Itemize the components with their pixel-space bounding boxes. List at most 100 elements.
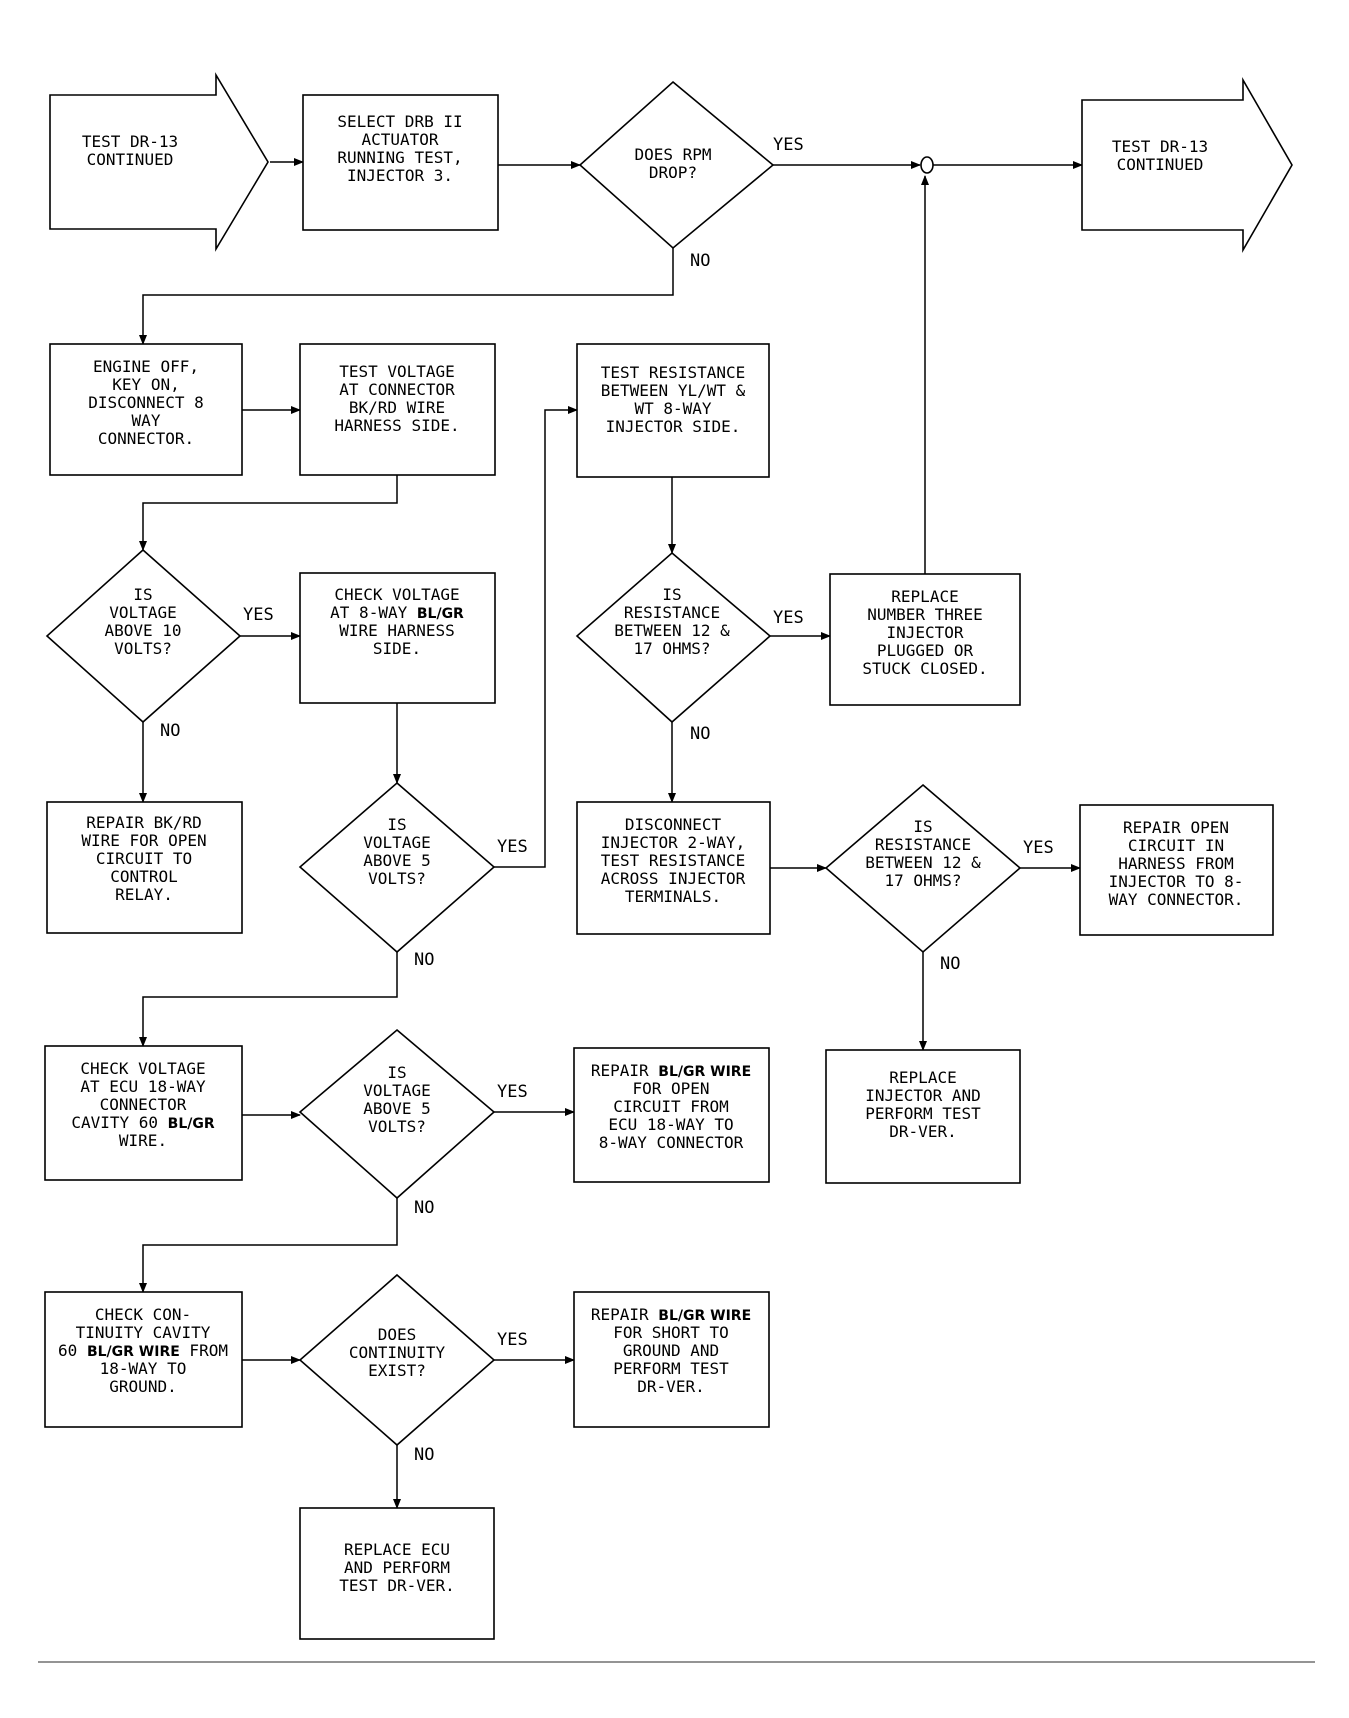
node-line: ECU 18-WAY TO bbox=[608, 1115, 733, 1134]
node-line: WIRE. bbox=[119, 1131, 167, 1150]
node-line: REPAIR BL/GR WIRE bbox=[591, 1061, 751, 1080]
node-line: PLUGGED OR bbox=[877, 641, 974, 660]
node-line: HARNESS FROM bbox=[1118, 854, 1234, 873]
node-line: REPAIR OPEN bbox=[1123, 818, 1229, 837]
node-line: STUCK CLOSED. bbox=[862, 659, 987, 678]
node-line: RESISTANCE bbox=[624, 603, 720, 622]
diamond-d1 bbox=[578, 80, 775, 250]
diamond-d7 bbox=[298, 1273, 496, 1447]
box-n2 bbox=[49, 343, 243, 476]
label-d6-yes: YES bbox=[497, 1082, 528, 1102]
node-line: DR-VER. bbox=[637, 1377, 704, 1396]
node-line: CAVITY 60 BL/GR bbox=[71, 1113, 215, 1132]
box-n15 bbox=[299, 1507, 495, 1640]
node-line: TEST DR-13 bbox=[82, 132, 178, 151]
node-line: INJECTOR 2-WAY, bbox=[601, 833, 746, 852]
node-line: 17 OHMS? bbox=[884, 871, 961, 890]
node-line: CIRCUIT FROM bbox=[613, 1097, 729, 1116]
node-line: INJECTOR bbox=[886, 623, 963, 642]
box-n1 bbox=[302, 94, 499, 231]
label-d7-no: NO bbox=[414, 1445, 434, 1465]
node-line: BK/RD WIRE bbox=[349, 398, 445, 417]
node-line: AT ECU 18-WAY bbox=[80, 1077, 206, 1096]
node-line: WT 8-WAY bbox=[634, 399, 711, 418]
node-line: TERMINALS. bbox=[625, 887, 721, 906]
label-d1-yes: YES bbox=[773, 135, 804, 155]
node-line: TEST RESISTANCE bbox=[601, 363, 746, 382]
box-n8 bbox=[576, 801, 771, 935]
node-line: RESISTANCE bbox=[875, 835, 971, 854]
node-line: DROP? bbox=[649, 163, 697, 182]
node-line: IS bbox=[913, 817, 932, 836]
edge-d6-no bbox=[139, 1198, 398, 1293]
node-line: ABOVE 5 bbox=[363, 851, 430, 870]
node-line: SIDE. bbox=[373, 639, 421, 658]
node-line: CHECK VOLTAGE bbox=[80, 1059, 205, 1078]
node-line: WAY CONNECTOR. bbox=[1109, 890, 1244, 909]
node-line: ABOVE 10 bbox=[104, 621, 181, 640]
node-line: INJECTOR SIDE. bbox=[606, 417, 741, 436]
node-line: REPLACE ECU bbox=[344, 1540, 450, 1559]
node-line: BETWEEN YL/WT & bbox=[601, 381, 746, 400]
node-line: CONNECTOR. bbox=[98, 429, 194, 448]
connectors bbox=[139, 156, 1083, 1509]
box-n6 bbox=[829, 573, 1021, 706]
node-line: VOLTAGE bbox=[363, 833, 430, 852]
node-line: INJECTOR 3. bbox=[347, 166, 453, 185]
node-line: CONNECTOR bbox=[100, 1095, 187, 1114]
node-line: CONTINUITY bbox=[349, 1343, 446, 1362]
box-n7 bbox=[46, 801, 243, 934]
label-d4-yes: YES bbox=[497, 837, 528, 857]
start-arrow bbox=[49, 72, 269, 252]
node-line: TEST DR-13 bbox=[1112, 137, 1208, 156]
label-d3-no: NO bbox=[690, 724, 710, 744]
node-line: 18-WAY TO bbox=[100, 1359, 187, 1378]
node-line: INJECTOR TO 8- bbox=[1109, 872, 1244, 891]
node-line: GROUND AND bbox=[623, 1341, 719, 1360]
node-line: ACTUATOR bbox=[361, 130, 438, 149]
node-line: REPLACE bbox=[889, 1068, 956, 1087]
box-n14 bbox=[573, 1291, 770, 1428]
label-d6-no: NO bbox=[414, 1198, 434, 1218]
box-n9 bbox=[1079, 804, 1274, 936]
node-line: KEY ON, bbox=[112, 375, 179, 394]
node-line: ENGINE OFF, bbox=[93, 357, 199, 376]
node-line: DR-VER. bbox=[889, 1122, 956, 1141]
diamond-d2 bbox=[45, 548, 242, 724]
node-line: WIRE FOR OPEN bbox=[81, 831, 206, 850]
junction bbox=[920, 156, 934, 174]
diamond-d3 bbox=[575, 551, 772, 724]
node-line: ABOVE 5 bbox=[363, 1099, 430, 1118]
node-line: AT CONNECTOR bbox=[339, 380, 455, 399]
label-d4-no: NO bbox=[414, 950, 434, 970]
edge-d4-yes bbox=[494, 406, 578, 868]
node-line: EXIST? bbox=[368, 1361, 426, 1380]
node-line: CIRCUIT IN bbox=[1128, 836, 1224, 855]
node-line: WAY bbox=[132, 411, 161, 430]
node-line: AT 8-WAY BL/GR bbox=[330, 603, 464, 622]
node-line: DISCONNECT bbox=[625, 815, 722, 834]
label-d7-yes: YES bbox=[497, 1330, 528, 1350]
node-line: SELECT DRB II bbox=[337, 112, 462, 131]
node-line: CONTINUED bbox=[1117, 155, 1204, 174]
shapes bbox=[44, 72, 1293, 1640]
end-arrow bbox=[1081, 77, 1293, 253]
node-line: TINUITY CAVITY bbox=[76, 1323, 211, 1342]
node-line: VOLTS? bbox=[368, 1117, 426, 1136]
node-line: IS bbox=[133, 585, 152, 604]
